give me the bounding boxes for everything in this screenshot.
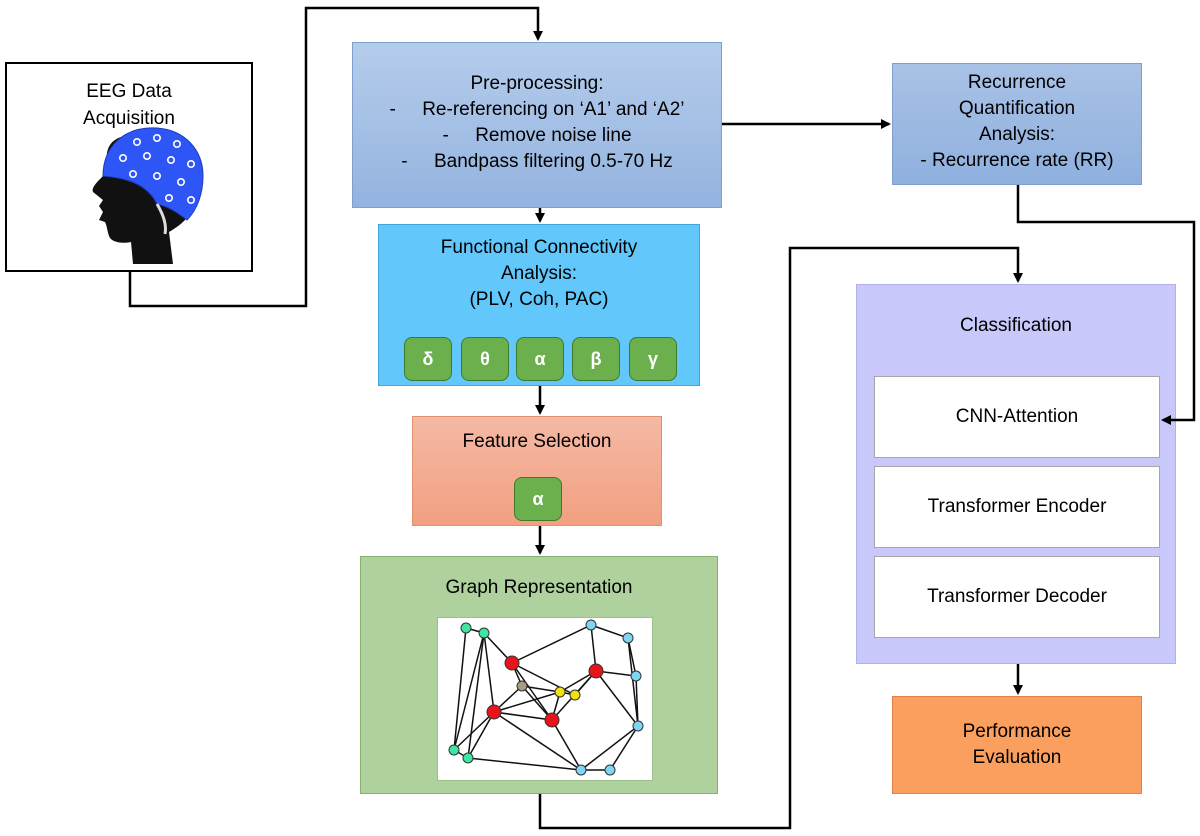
fca-line1: Functional Connectivity <box>440 237 638 258</box>
band-theta: θ <box>461 337 509 381</box>
feature-selection-title: Feature Selection <box>462 431 612 452</box>
band-gamma: γ <box>629 337 677 381</box>
band-delta: δ <box>404 337 452 381</box>
performance-line1: Performance <box>962 721 1072 742</box>
preprocessing-box: Pre-processing: - Re-referencing on ‘A1’… <box>352 42 722 208</box>
feature-band-alpha: α <box>514 477 562 521</box>
preprocessing-title: Pre-processing: <box>470 73 604 94</box>
preprocessing-item-rereferencing: - Re-referencing on ‘A1’ and ‘A2’ <box>389 99 685 120</box>
transformer-encoder-box: Transformer Encoder <box>874 466 1160 548</box>
eeg-acquisition-box: EEG Data Acquisition <box>5 62 253 272</box>
performance-line2: Evaluation <box>972 747 1062 768</box>
graph-title: Graph Representation <box>445 577 633 598</box>
fca-line3: (PLV, Coh, PAC) <box>469 289 609 310</box>
cnn-attention-box: CNN-Attention <box>874 376 1160 458</box>
preprocessing-item-bandpass: - Bandpass filtering 0.5-70 Hz <box>401 151 673 172</box>
rqa-line4: - Recurrence rate (RR) <box>920 150 1114 171</box>
rqa-line1: Recurrence <box>967 72 1067 93</box>
eeg-cap-head-icon <box>92 127 204 264</box>
band-alpha: α <box>516 337 564 381</box>
performance-evaluation-box: Performance Evaluation <box>892 696 1142 794</box>
classification-title: Classification <box>960 315 1072 336</box>
rqa-line3: Analysis: <box>978 124 1056 145</box>
rqa-line2: Quantification <box>958 98 1076 119</box>
fca-line2: Analysis: <box>500 263 578 284</box>
graph-representation-box: Graph Representation <box>360 556 718 794</box>
graph-network-illustration <box>437 617 653 781</box>
preprocessing-item-noise: - Remove noise line <box>442 125 632 146</box>
band-beta: β <box>572 337 620 381</box>
rqa-box: Recurrence Quantification Analysis: - Re… <box>892 63 1142 185</box>
transformer-decoder-box: Transformer Decoder <box>874 556 1160 638</box>
